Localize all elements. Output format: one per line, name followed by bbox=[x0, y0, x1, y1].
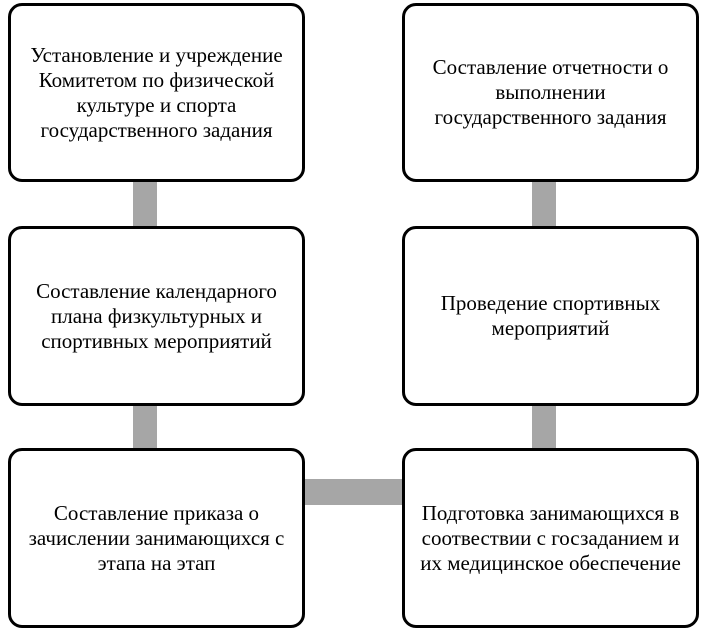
node-label: Составление приказа о зачислении занимаю… bbox=[28, 500, 285, 575]
node-training-medical: Подготовка занимающихся в соотвествии с … bbox=[402, 448, 699, 628]
node-label: Подготовка занимающихся в соотвествии с … bbox=[420, 500, 681, 575]
connector-n4-n5 bbox=[532, 402, 556, 452]
connector-n3-n4 bbox=[303, 479, 405, 505]
node-reporting: Составление отчетности о выполнении госу… bbox=[402, 3, 699, 182]
node-label: Проведение спортивных мероприятий bbox=[440, 291, 661, 340]
node-calendar-plan: Составление календарного плана физкульту… bbox=[8, 226, 305, 406]
connector-n1-n2 bbox=[133, 178, 157, 230]
node-label: Составление отчетности о выполнении госу… bbox=[432, 55, 669, 129]
node-enrollment-order: Составление приказа о зачислении занимаю… bbox=[8, 448, 305, 628]
connector-n2-n3 bbox=[133, 402, 157, 452]
connector-n5-n6 bbox=[532, 178, 556, 230]
node-establish-state-task: Установление и учреждение Комитетом по ф… bbox=[8, 3, 305, 182]
node-label: Составление календарного плана физкульту… bbox=[36, 278, 277, 353]
node-sport-events: Проведение спортивных мероприятий bbox=[402, 226, 699, 406]
node-label: Установление и учреждение Комитетом по ф… bbox=[30, 42, 283, 142]
